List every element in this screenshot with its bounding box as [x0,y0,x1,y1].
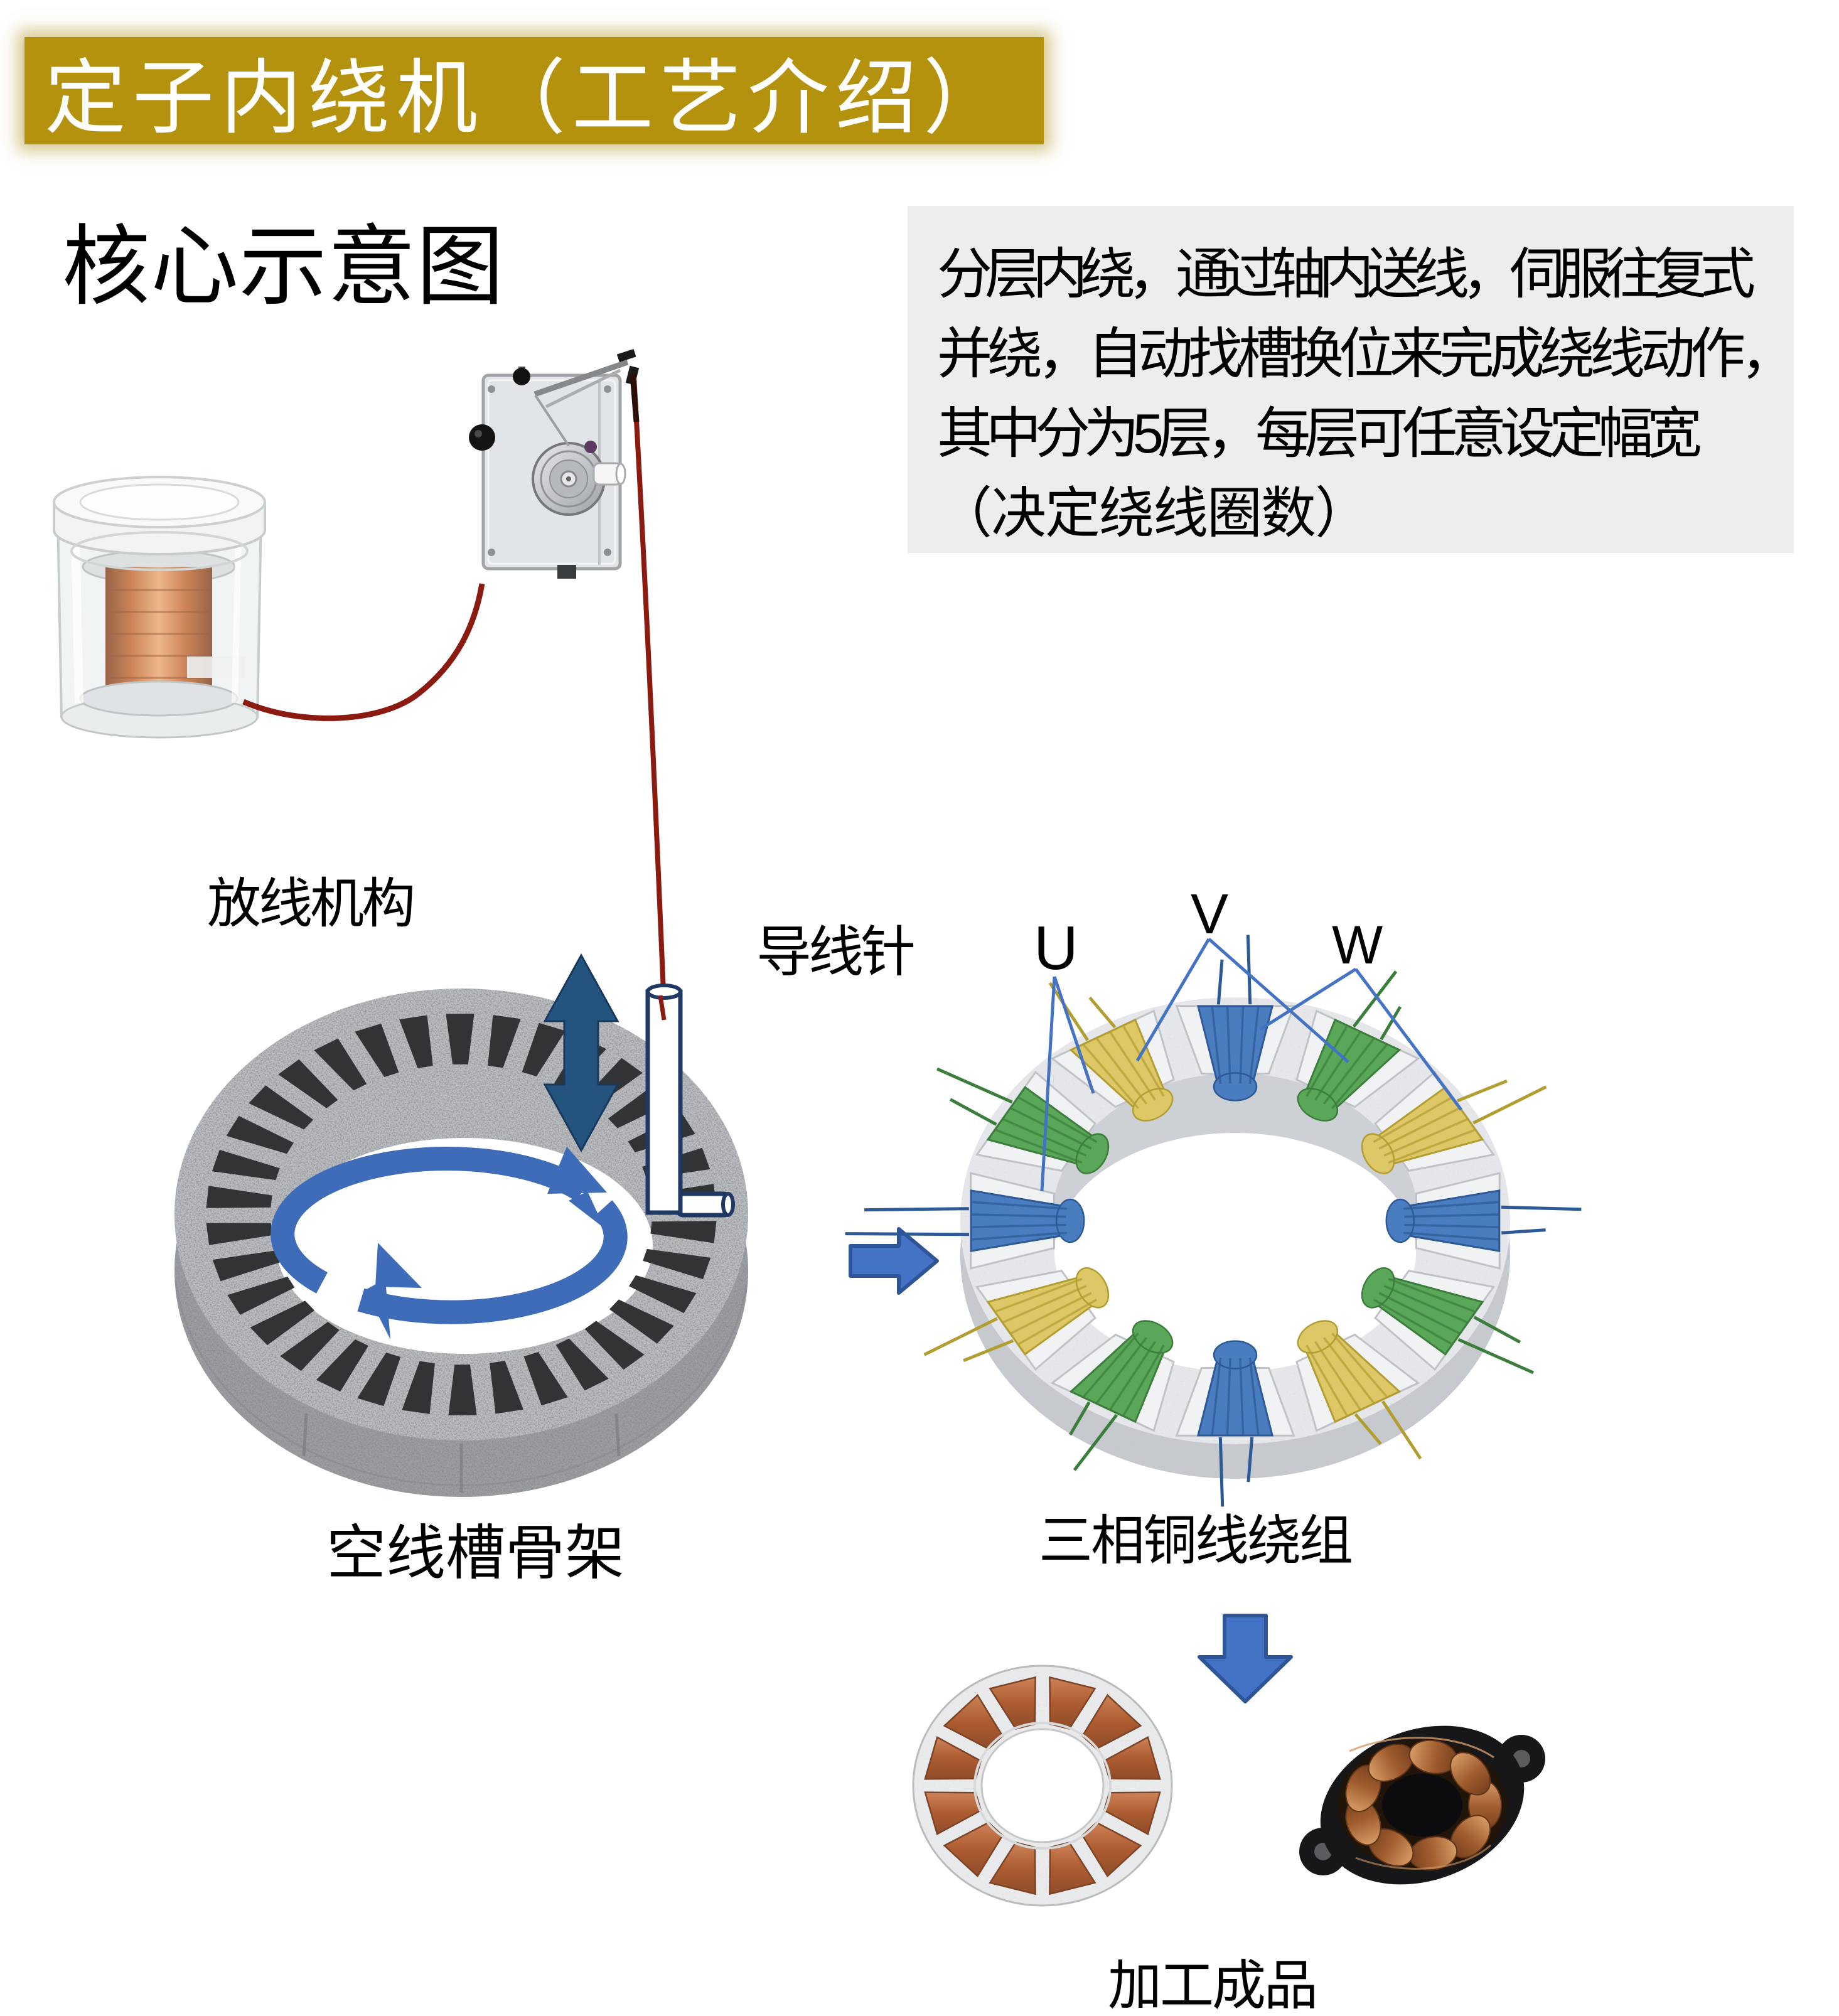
wire-spool-container-photo [53,476,266,739]
arrow-right [849,1227,939,1295]
label-phase-w: W [1332,915,1383,975]
info-line-3: 其中分为5层，每层可任意设定幅宽 [937,402,1702,464]
label-phase-u: U [1034,913,1078,982]
wire-spool-to-tensioner [242,583,485,721]
info-line-2: 并绕，自动找槽换位来完成绕线动作， [937,323,1796,385]
label-guide-needle: 导线针 [756,921,916,983]
slide-title: 定子内绕机（工艺介绍） [45,52,1012,144]
up-down-arrow [543,953,619,1153]
tensioner-photo [469,348,640,579]
label-payoff-mechanism: 放线机构 [207,874,416,934]
wire-tensioner-to-needle [631,376,666,992]
info-line-4: （决定绕线圈数） [937,482,1370,544]
info-box: 分层内绕，通过轴内送线，伺服往复式 并绕，自动找槽换位来完成绕线动作， 其中分为… [908,206,1796,553]
label-finished-product: 加工成品 [1108,1956,1318,2016]
info-line-1: 分层内绕，通过轴内送线，伺服往复式 [937,243,1756,305]
section-heading: 核心示意图 [62,217,505,316]
arrow-down [1198,1614,1293,1703]
label-three-phase-winding: 三相铜线绕组 [1039,1511,1353,1571]
phase-connector-lines [1040,938,1462,1192]
title-banner: 定子内绕机（工艺介绍） [24,37,1044,144]
wire-dark-segment [630,373,640,422]
rotation-arrow [271,1147,628,1339]
product-ring-photo [912,1665,1173,1907]
label-empty-slot-frame: 空线槽骨架 [326,1520,625,1587]
wound-stator-photo [845,935,1582,1507]
label-phase-v: V [1191,883,1229,946]
guide-needle [645,984,735,1218]
product-black-photo [1299,1725,1545,1885]
